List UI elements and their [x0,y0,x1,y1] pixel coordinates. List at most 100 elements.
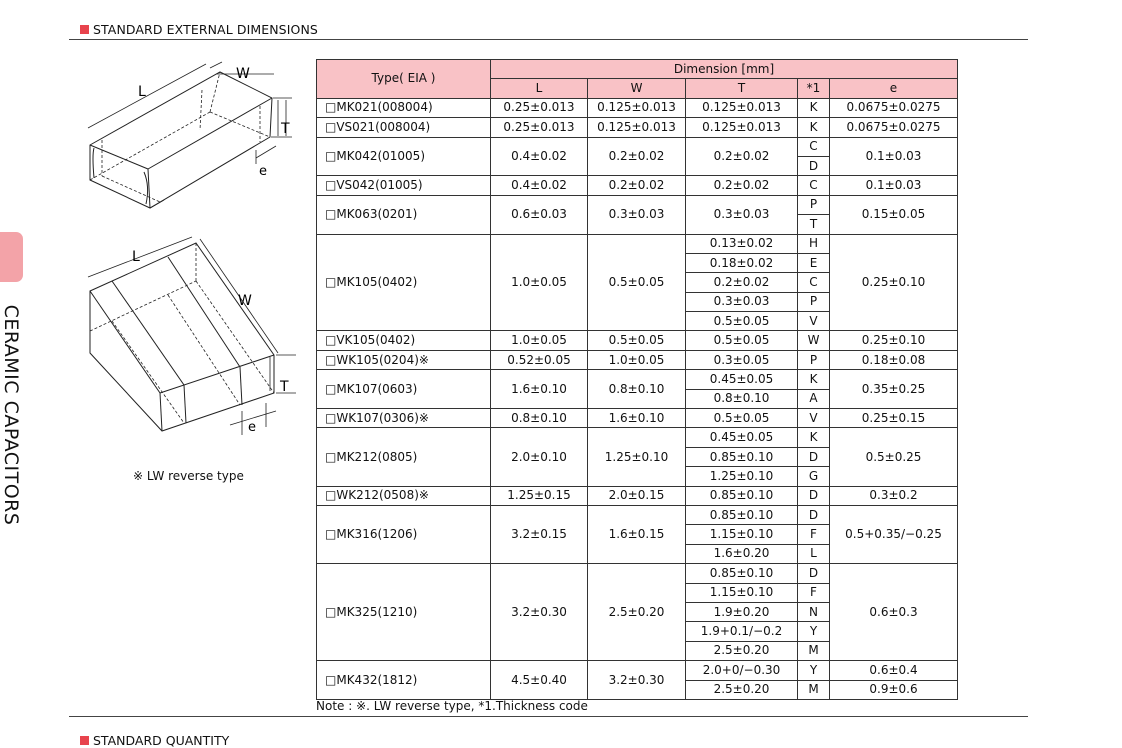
cell-W: 1.6±0.15 [587,504,686,565]
cell-W: 1.25±0.10 [587,427,686,487]
cell-type: □MK021(008004) [316,97,491,119]
table-header-row: Type( EIA ) Dimension [mm] [316,58,958,99]
cell-T: 0.3±0.03 [685,291,798,313]
cell-L: 0.25±0.013 [490,97,588,119]
cell-T: 0.85±0.10 [685,446,798,468]
cell-code: P [797,194,830,216]
cell-type: □MK432(1812) [316,660,491,700]
cell-code: K [797,117,830,138]
cell-T: 1.15±0.10 [685,524,798,545]
cell-code: M [797,640,830,662]
cell-code: P [797,349,830,371]
cell-code: N [797,601,830,623]
cell-T: 0.85±0.10 [685,485,798,506]
cell-type: □MK316(1206) [316,504,491,565]
cell-type: □MK042(01005) [316,136,491,177]
header-type: Type( EIA ) [316,59,491,99]
cell-T: 0.125±0.013 [685,117,798,138]
cell-code: D [797,446,830,468]
cell-e: 0.6±0.4 [829,660,958,681]
diagram1-T-label: T [280,121,290,137]
cell-W: 0.5±0.05 [587,233,686,332]
cell-code: D [797,504,830,526]
cell-type: □VK105(0402) [316,330,491,351]
cell-code: P [797,291,830,313]
cell-L: 3.2±0.30 [490,563,588,662]
cell-code: V [797,311,830,332]
header-dimension: Dimension [mm] [490,58,958,80]
cell-L: 0.4±0.02 [490,175,588,196]
cell-code: F [797,582,830,603]
diagram1-e-label: e [259,164,267,179]
cell-T: 0.125±0.013 [685,97,798,119]
cell-W: 0.125±0.013 [587,97,686,119]
cell-T: 2.5±0.20 [685,679,798,700]
table-row: T [317,214,958,235]
cell-code: C [797,175,830,196]
cell-L: 0.25±0.013 [490,117,588,138]
cell-code: K [797,97,830,119]
next-section-title-text: STANDARD QUANTITY [93,733,230,748]
cell-e: 0.25±0.15 [829,408,958,429]
cell-e: 0.25±0.10 [829,233,958,332]
diagram2-L-label: L [132,249,140,265]
lw-reverse-note: ※ LW reverse type [133,469,244,483]
section-bullet-icon [80,736,89,745]
cell-T: 0.45±0.05 [685,427,798,448]
cell-W: 1.0±0.05 [587,349,686,371]
cell-L: 2.0±0.10 [490,427,588,487]
cell-code: V [797,408,830,429]
cell-code: F [797,524,830,545]
chip-diagram-standard: L W T e [87,61,292,209]
cell-code: W [797,330,830,351]
cell-e: 0.18±0.08 [829,349,958,371]
cell-type: □MK107(0603) [316,369,491,410]
cell-code: L [797,543,830,565]
cell-T: 0.18±0.02 [685,252,798,274]
cell-W: 0.3±0.03 [587,194,686,235]
cell-L: 1.6±0.10 [490,369,588,410]
cell-type: □MK063(0201) [316,194,491,235]
cell-L: 0.6±0.03 [490,194,588,235]
section-title-text: STANDARD EXTERNAL DIMENSIONS [93,22,318,37]
cell-W: 0.5±0.05 [587,330,686,351]
cell-T: 1.9±0.20 [685,601,798,623]
cell-L: 1.0±0.05 [490,330,588,351]
cell-type: □VS021(008004) [316,117,491,138]
cell-L: 3.2±0.15 [490,504,588,565]
cell-e: 0.3±0.2 [829,485,958,506]
cell-T: 0.5±0.05 [685,311,798,332]
cell-T: 0.3±0.05 [685,349,798,371]
cell-T: 0.13±0.02 [685,233,798,254]
cell-L: 0.52±0.05 [490,349,588,371]
cell-L: 1.0±0.05 [490,233,588,332]
side-tab [0,232,23,282]
cell-L: 0.4±0.02 [490,136,588,177]
header-W: W [587,78,686,99]
cell-e: 0.1±0.03 [829,136,958,177]
cell-T: 2.5±0.20 [685,640,798,662]
cell-T: 1.6±0.20 [685,543,798,565]
side-category-label: CERAMIC CAPACITORS [0,304,22,526]
cell-W: 0.8±0.10 [587,369,686,410]
diagram2-W-label: W [238,293,252,309]
cell-code: D [797,155,830,177]
cell-type: □VS042(01005) [316,175,491,196]
cell-W: 2.0±0.15 [587,485,686,506]
diagram1-L-label: L [138,84,146,100]
cell-e: 0.0675±0.0275 [829,97,958,119]
cell-code: Y [797,660,830,681]
